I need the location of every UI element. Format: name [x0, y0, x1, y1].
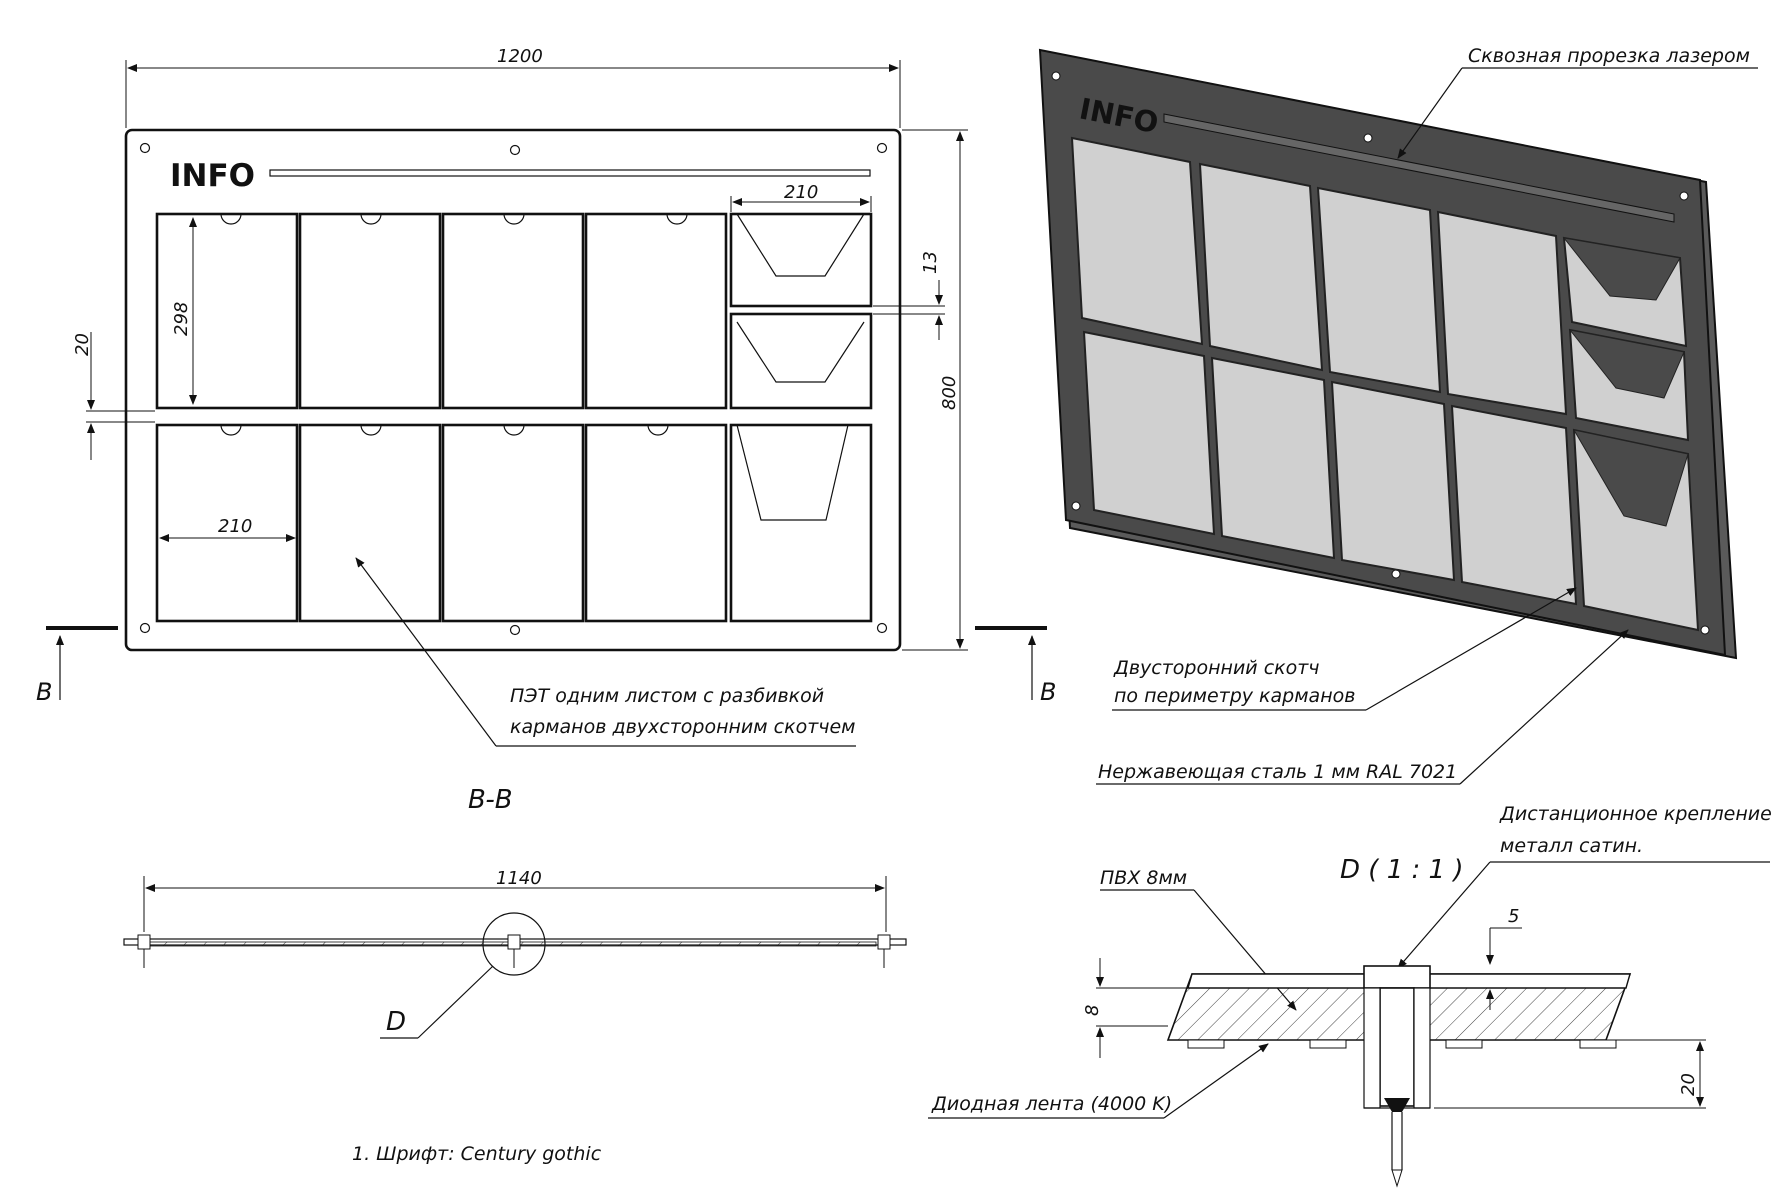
led-label: Диодная лента (4000 K) [931, 1093, 1172, 1115]
pvc-label: ПВХ 8мм [1100, 867, 1187, 889]
svg-text:B: B [1040, 678, 1056, 706]
section-width-dim: 1140 [496, 868, 542, 889]
section-mark-right: B [975, 626, 1056, 706]
tape-label-line2: по периметру карманов [1114, 685, 1355, 707]
mount-label-line1: Дистанционное крепление [1499, 803, 1772, 825]
section-view: B-B 1140 D [123, 785, 907, 1039]
dim-total-height: 800 [939, 376, 960, 410]
detail-view: D ( 1 : 1 ) Дистанционное крепление мета… [928, 803, 1772, 1188]
laser-slot [269, 169, 871, 177]
detail-ref-label: D [386, 1007, 406, 1037]
dim-spacing: 20 [72, 333, 93, 356]
dim-total-width: 1200 [497, 46, 543, 67]
detail-circle [482, 912, 546, 976]
svg-text:B: B [36, 678, 52, 706]
top-pocket-row [155, 212, 873, 410]
dim-gap: 13 [920, 251, 941, 274]
dim-8: 8 [1082, 1005, 1103, 1016]
iso-view: INFO Сквозная прорезка лазером [1038, 45, 1758, 785]
mounting-holes [139, 142, 888, 636]
front-logo: INFO [170, 158, 255, 194]
tape-label-line1: Двусторонний скотч [1113, 657, 1320, 679]
front-view: INFO [36, 46, 1056, 747]
section-mark-left: B [36, 626, 118, 706]
dim-20: 20 [1678, 1073, 1699, 1096]
laser-cut-label: Сквозная прорезка лазером [1468, 45, 1750, 67]
steel-label: Нержавеющая сталь 1 мм RAL 7021 [1098, 761, 1457, 783]
pet-note-line1: ПЭТ одним листом с разбивкой [510, 685, 824, 707]
dim-pocket-height: 298 [171, 302, 192, 336]
bottom-pocket-row [155, 423, 873, 623]
front-panel-outline [124, 128, 902, 652]
mount-label-line2: металл сатин. [1500, 835, 1643, 857]
footnote: 1. Шрифт: Century gothic [352, 1143, 602, 1165]
detail-title: D ( 1 : 1 ) [1340, 855, 1463, 885]
pet-note-line2: карманов двухсторонним скотчем [510, 716, 856, 738]
dim-pocket-width-bottom: 210 [218, 516, 252, 537]
section-title: B-B [468, 785, 513, 815]
dim-pocket-width-top: 210 [784, 182, 818, 203]
dim-5: 5 [1508, 906, 1519, 927]
section-fasteners [137, 934, 891, 968]
